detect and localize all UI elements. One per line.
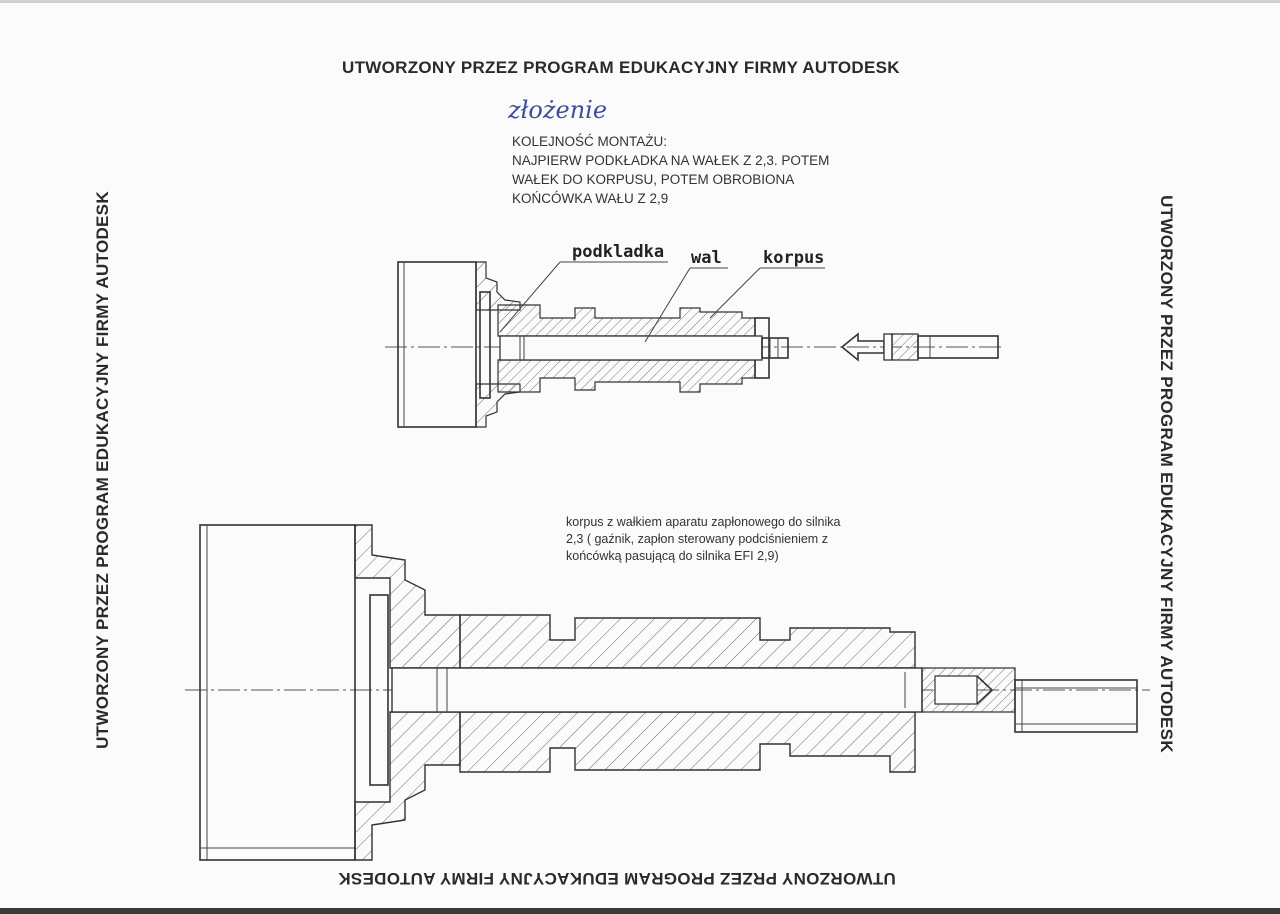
shaft-end-piece-small [840,332,999,362]
scan-edge-bottom [0,908,1280,914]
body-lower-large [459,711,916,773]
assembly-note-line: KOLEJNOŚĆ MONTAŻU: [512,134,668,149]
label-korpus: korpus [763,248,825,268]
body-upper-large [459,614,916,669]
leader-podkladka [499,261,561,333]
assembly-note-line: WAŁEK DO KORPUSU, POTEM OBROBIONA [512,172,795,187]
label-podkladka: podkladka [572,242,665,262]
shaft-large [391,667,923,713]
large-assembly-view [185,524,1150,861]
label-wal: wal [691,248,722,268]
leader-korpus [709,267,761,319]
description-note-line: korpus z wałkiem aparatu zapłonowego do … [566,515,841,529]
shaft-end-coupling-large [921,667,1138,733]
housing-small [397,261,770,428]
shaft-small [499,335,789,361]
handwritten-note: złożenie [508,96,608,124]
assembly-note-line: KOŃCÓWKA WAŁU Z 2,9 [512,191,669,206]
assembly-note-line: NAJPIERW PODKŁADKA NA WAŁEK Z 2,3. POTEM [512,153,830,168]
description-note: korpus z wałkiem aparatu zapłonowego do … [566,514,840,565]
description-note-line: 2,3 ( gaźnik, zapłon sterowany podciśnie… [566,532,828,546]
assembly-note: KOLEJNOŚĆ MONTAŻU: NAJPIERW PODKŁADKA NA… [512,132,829,208]
description-note-line: końcówką pasującą do silnika EFI 2,9) [566,549,779,563]
scan-edge-top [0,0,1280,3]
housing-large [199,524,461,861]
leader-wal [644,267,691,343]
watermark-top: UTWORZONY PRZEZ PROGRAM EDUKACYJNY FIRMY… [342,58,900,77]
small-assembly-view [385,261,1005,428]
